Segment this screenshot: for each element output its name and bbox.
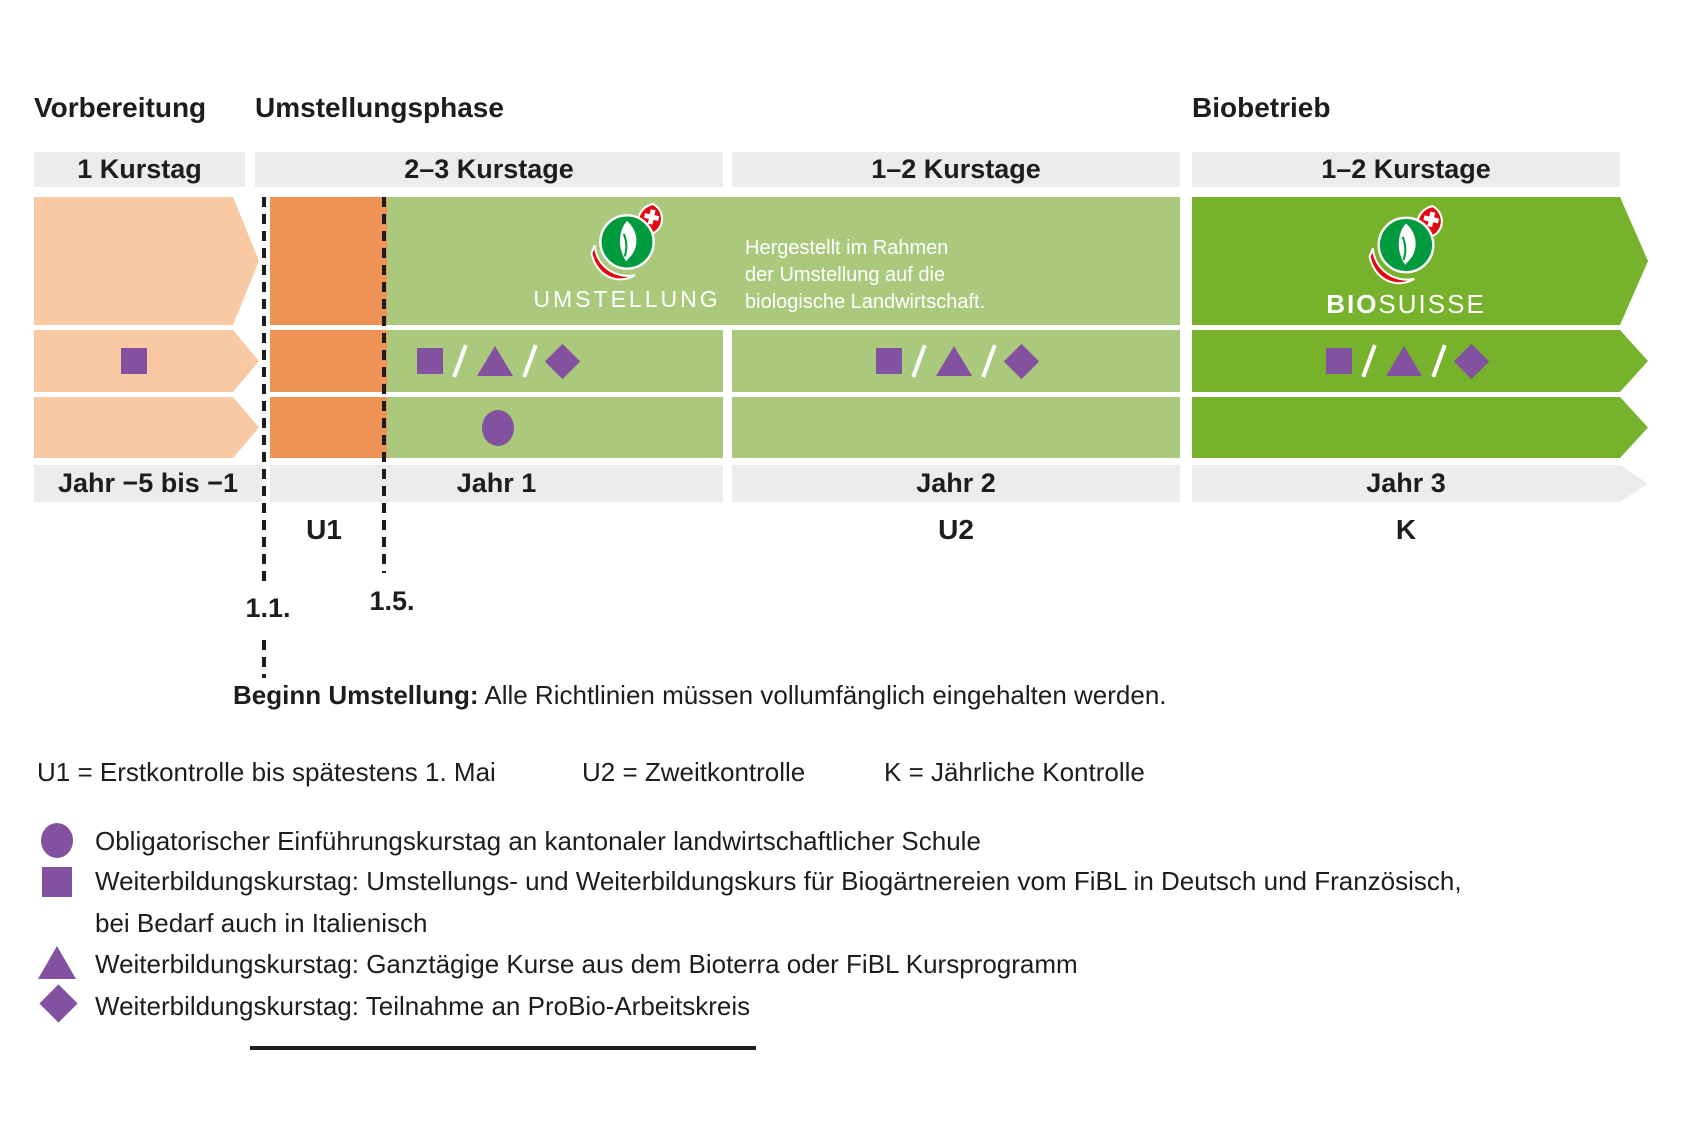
phase-title-biobetrieb: Biobetrieb <box>1192 92 1331 123</box>
tall-band-biobetrieb: BIOSUISSE <box>1192 197 1648 325</box>
biosuisse-label-suisse: SUISSE <box>1378 289 1486 319</box>
legend-circle-icon <box>41 823 73 858</box>
year-band-s1: Jahr −5 bis −1 <box>34 465 262 502</box>
dashed-line-may1 <box>382 197 386 573</box>
bio-knospe-biosuisse-icon <box>1363 202 1449 288</box>
bio-knospe-umstellung-icon <box>590 202 663 281</box>
kontrolle-legend-u1: U1 = Erstkontrolle bis spätestens 1. Mai <box>37 757 496 787</box>
legend-square-icon <box>42 867 72 897</box>
claim-line-3: biologische Landwirtschaft. <box>745 291 986 313</box>
biosuisse-label-bio: BIO <box>1326 289 1379 319</box>
biosuisse-logo-label: BIOSUISSE <box>1326 289 1486 320</box>
triangle-symbol <box>1386 346 1422 376</box>
square-symbol <box>1326 348 1352 374</box>
biosuisse-logo: BIOSUISSE <box>1326 202 1486 320</box>
tall-band-vorbereitung <box>34 197 259 325</box>
square-symbol <box>875 348 902 374</box>
claim-line-2: der Umstellung auf die <box>745 264 946 286</box>
tall-band-umstellung: UMSTELLUNG Hergestellt im Rahmen der Ums… <box>387 197 1180 325</box>
header-kurstage-s2: 2–3 Kurstage <box>255 152 723 187</box>
control-label-k: K <box>1395 514 1417 545</box>
triangle-symbol <box>935 346 972 376</box>
slash-separator <box>1361 344 1376 377</box>
phase-title-umstellungsphase: Umstellungsphase <box>255 92 504 123</box>
legend-diamond-icon <box>39 984 78 1023</box>
year-band-jahr2: Jahr 2 <box>732 465 1180 502</box>
header-kurstage-s3: 1–2 Kurstage <box>732 152 1180 187</box>
square-symbol <box>121 348 147 374</box>
diamond-symbol <box>544 343 581 379</box>
header-kurstage-s1: 1 Kurstag <box>34 152 245 187</box>
slash-separator <box>1431 344 1446 377</box>
mid-band-jahr1 <box>387 330 723 392</box>
slash-separator <box>980 344 997 378</box>
low-band-orange-start <box>270 397 387 458</box>
mid-band-vorbereitung <box>34 330 259 392</box>
legend-triangle-text: Weiterbildungskurstag: Ganztägige Kurse … <box>95 949 1078 979</box>
symbol-group-jahr3 <box>1326 344 1487 378</box>
date-label-1-1: 1.1. <box>245 593 291 623</box>
header-kurstage-s4: 1–2 Kurstage <box>1192 152 1620 187</box>
legend-square-text-line1: Weiterbildungskurstag: Umstellungs- und … <box>95 866 1462 896</box>
dashed-line-jan1-upper <box>262 197 266 585</box>
low-band-vorbereitung <box>34 397 259 458</box>
diamond-symbol <box>1003 343 1039 379</box>
symbol-group-jahr2 <box>875 343 1039 379</box>
control-label-u2: U2 <box>938 514 974 545</box>
legend-circle-text: Obligatorischer Einführungskurstag an ka… <box>95 826 981 856</box>
legend-diamond-text: Weiterbildungskurstag: Teilnahme an ProB… <box>95 991 751 1021</box>
square-symbol <box>417 348 443 374</box>
control-label-u1: U1 <box>306 514 342 545</box>
mid-band-orange-start <box>270 330 387 392</box>
date-label-1-5: 1.5. <box>369 586 415 616</box>
cropped-content-artifact <box>250 1046 756 1050</box>
beginn-umstellung-note: Beginn Umstellung: Alle Richtlinien müss… <box>233 680 1167 711</box>
low-band-jahr3 <box>1192 397 1648 458</box>
kontrolle-legend-k: K = Jährliche Kontrolle <box>884 757 1145 787</box>
beginn-umstellung-text: Alle Richtlinien müssen vollumfänglich e… <box>478 680 1167 710</box>
triangle-symbol <box>477 346 513 376</box>
umstellung-claim-text: Hergestellt im Rahmen der Umstellung auf… <box>745 235 985 316</box>
dashed-line-jan1-lower <box>262 640 266 678</box>
umstellung-logo: UMSTELLUNG <box>533 200 718 313</box>
tall-band-orange-start <box>270 197 387 325</box>
mid-band-jahr2 <box>732 330 1180 392</box>
year-band-jahr3: Jahr 3 <box>1192 465 1648 502</box>
slash-separator <box>910 344 927 378</box>
claim-line-1: Hergestellt im Rahmen <box>745 237 949 259</box>
mid-band-jahr3 <box>1192 330 1648 392</box>
low-band-jahr1 <box>387 397 723 458</box>
legend-triangle-icon <box>38 946 76 979</box>
year-band-jahr1: Jahr 1 <box>270 465 723 502</box>
low-band-jahr2 <box>732 397 1180 458</box>
beginn-umstellung-label: Beginn Umstellung: <box>233 680 479 710</box>
legend-square-text-line2: bei Bedarf auch in Italienisch <box>95 908 428 938</box>
symbol-group-jahr1 <box>417 343 581 379</box>
phase-title-vorbereitung: Vorbereitung <box>34 92 207 123</box>
kontrolle-legend-u2: U2 = Zweitkontrolle <box>582 757 806 787</box>
diamond-symbol <box>1453 343 1488 378</box>
umstellung-logo-label: UMSTELLUNG <box>533 286 721 312</box>
slash-separator <box>452 344 468 378</box>
slash-separator <box>522 344 538 378</box>
circle-symbol <box>481 409 514 446</box>
